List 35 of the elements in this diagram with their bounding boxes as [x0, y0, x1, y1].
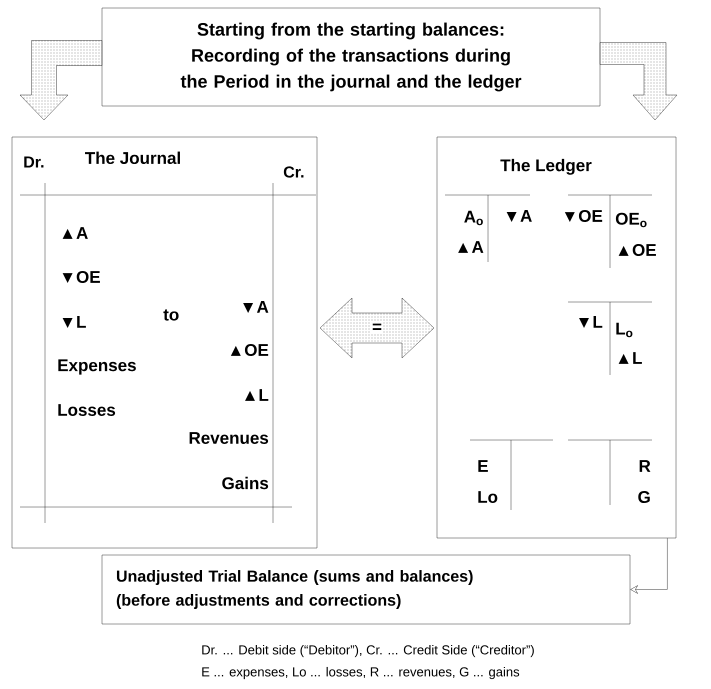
account-entry: ▼L	[579, 316, 602, 328]
block-arrow	[20, 40, 102, 120]
heading-box: Starting from the starting balances: Recording of the transactions during the Period in the journal and the ledger	[102, 8, 600, 106]
edge-label: =	[371, 322, 383, 334]
account-entry: ▲A	[62, 227, 88, 239]
account-entry: Revenues	[190, 432, 268, 444]
block-arrow	[320, 298, 434, 358]
account-entry: ▲L	[245, 389, 268, 401]
account-entry: ▲L	[618, 352, 642, 364]
account-entry: Losses	[58, 404, 116, 416]
block-arrow	[600, 42, 678, 120]
account-entry: ▼OE	[564, 210, 602, 222]
account-entry: A$_{o}$	[464, 210, 483, 226]
side-label: Cr.	[284, 166, 304, 178]
account-entry: R	[640, 460, 650, 472]
note-text: E ... expenses, Lo ... losses, R ... revenues, G ... gains	[202, 666, 520, 680]
note-text: Dr. ... Debit side (“Debitor”), Cr. ... Credit Side (“Creditor”)	[202, 644, 534, 658]
account-entry: ▼A	[243, 301, 268, 313]
account-entry: Expenses	[58, 359, 136, 375]
result-box: Unadjusted Trial Balance (sums and balances) (before adjustments and corrections)	[102, 554, 630, 624]
account-entry: ▲OE	[230, 344, 268, 356]
account-entry: ▼L	[62, 316, 86, 328]
account-entry: Lo	[478, 491, 498, 503]
account-entry: E	[478, 460, 488, 472]
account-entry: L$_{o}$	[616, 322, 632, 338]
side-label: Dr.	[24, 156, 44, 168]
arrow	[630, 538, 668, 594]
account-entry: to	[163, 309, 179, 321]
account-entry: ▼OE	[62, 270, 100, 284]
account-entry: G	[638, 490, 650, 504]
account-entry: ▼A	[506, 210, 532, 222]
account-entry: Gains	[222, 476, 268, 490]
account-entry: OE$_{o}$	[616, 212, 647, 228]
account-entry: ▲A	[458, 241, 484, 253]
account-entry: ▲OE	[618, 244, 656, 256]
